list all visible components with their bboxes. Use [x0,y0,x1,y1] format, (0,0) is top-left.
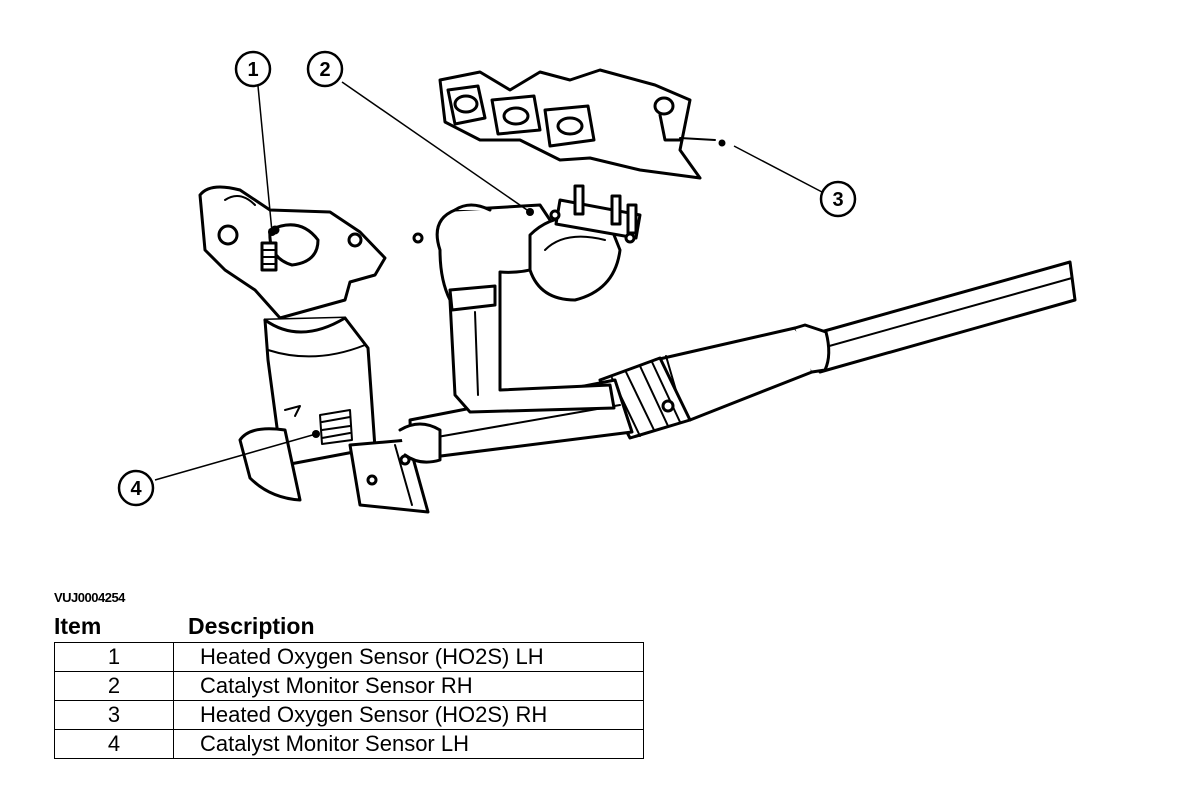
rh-downpipe [435,203,616,414]
description-column-header: Description [188,613,315,639]
leader-line-4 [154,433,317,481]
callout-4: 4 [117,469,155,507]
lh-sensor-boss [260,241,278,272]
legend-row: 1 Heated Oxygen Sensor (HO2S) LH [54,642,644,672]
callout-2: 2 [306,50,344,88]
figure-id: VUJ0004254 [54,590,125,605]
callout-1: 1 [234,50,272,88]
legend-item-description: Heated Oxygen Sensor (HO2S) LH [173,642,644,672]
svg-text:2: 2 [319,59,330,81]
lh-elbow-bracket [238,422,442,514]
legend-item-description: Catalyst Monitor Sensor RH [173,671,644,701]
legend-row: 4 Catalyst Monitor Sensor LH [54,729,644,759]
legend-table: 1 Heated Oxygen Sensor (HO2S) LH 2 Catal… [54,642,644,759]
callout-3: 3 [819,180,857,218]
leader-line-3 [733,145,823,193]
leader-line-1 [257,85,273,233]
svg-text:1: 1 [247,59,258,81]
rh-elbow [528,215,622,302]
lh-exhaust-manifold [198,185,387,320]
legend-item-description: Catalyst Monitor Sensor LH [173,729,644,759]
svg-text:3: 3 [832,189,843,211]
legend-row: 3 Heated Oxygen Sensor (HO2S) RH [54,700,644,730]
legend-headers: Item Description [54,613,654,641]
exhaust-system-diagram: 1 2 3 4 [117,50,1077,514]
legend-item-description: Heated Oxygen Sensor (HO2S) RH [173,700,644,730]
rh-exhaust-manifold [438,68,726,180]
legend-item-number: 4 [54,729,174,759]
lh-catalytic-converter [263,316,377,467]
item-column-header: Item [54,613,102,639]
leader-line-2 [341,81,531,213]
tailpipe [808,260,1077,374]
legend-item-number: 1 [54,642,174,672]
legend-row: 2 Catalyst Monitor Sensor RH [54,671,644,701]
legend-item-number: 2 [54,671,174,701]
legend-item-number: 3 [54,700,174,730]
rh-manifold-flange [412,184,642,244]
svg-text:4: 4 [130,478,142,500]
